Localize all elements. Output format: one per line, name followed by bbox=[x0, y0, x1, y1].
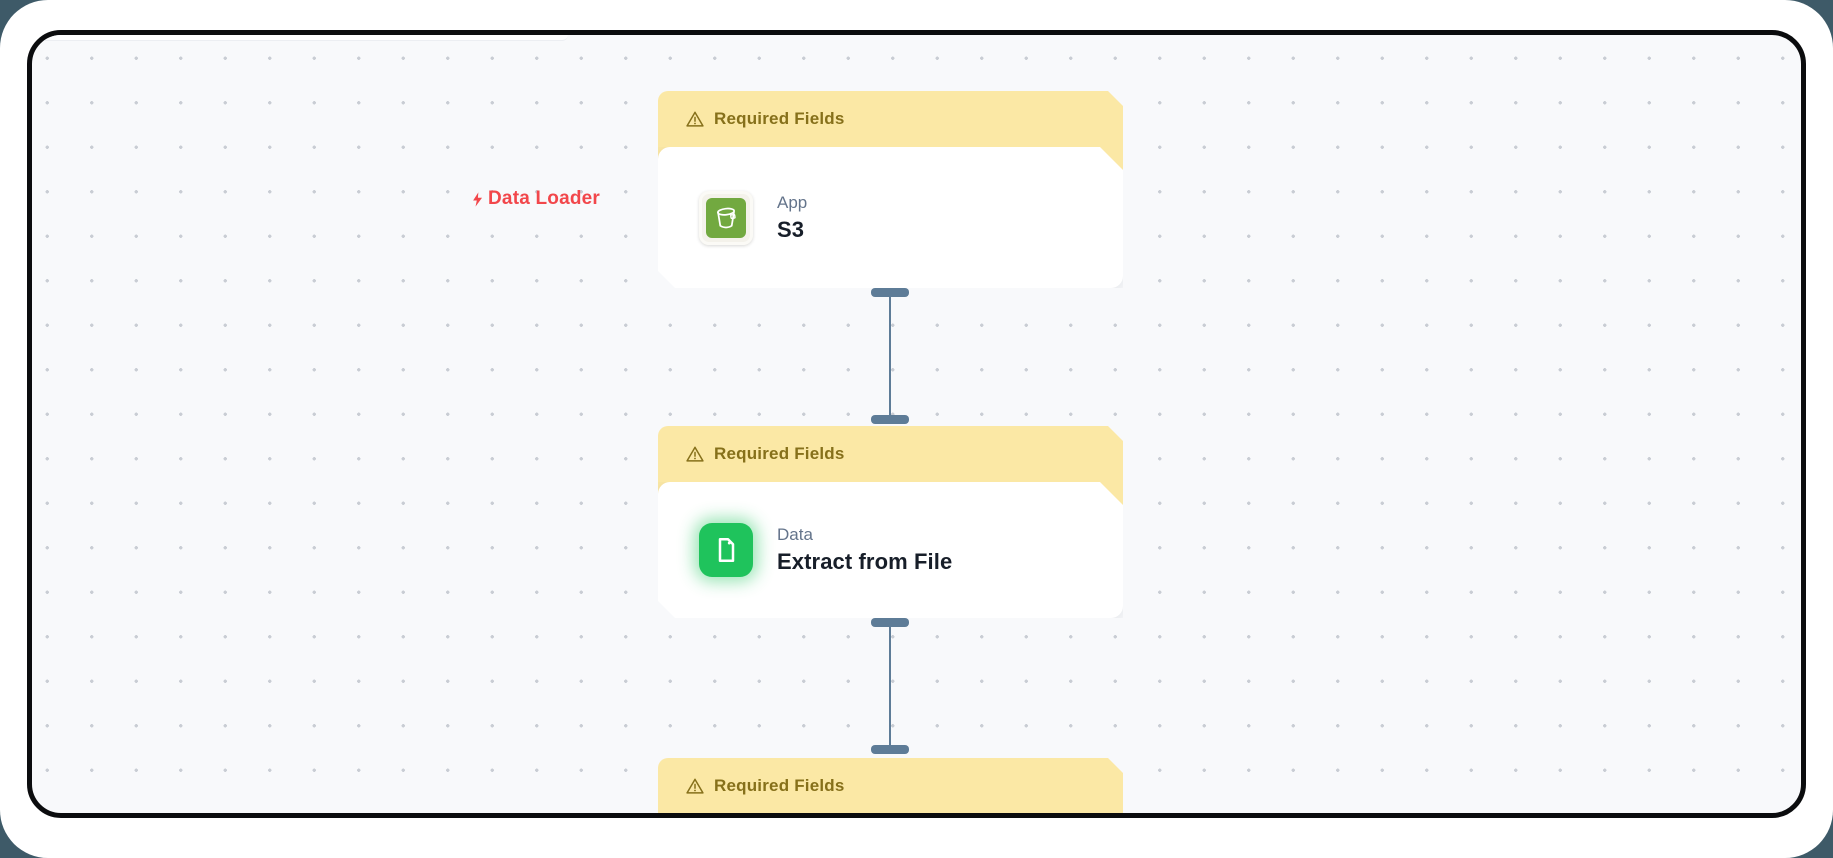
connector-line bbox=[889, 620, 891, 754]
file-icon bbox=[699, 523, 753, 577]
s3-bucket-icon bbox=[699, 191, 753, 245]
node-name: S3 bbox=[777, 216, 805, 242]
input-port-next[interactable] bbox=[871, 745, 909, 754]
node-card-s3[interactable]: App S3 bbox=[658, 147, 1123, 288]
warning-icon bbox=[685, 444, 705, 464]
required-fields-text: Required Fields bbox=[714, 109, 845, 128]
node-type-label: Data bbox=[777, 525, 813, 544]
required-fields-text: Required Fields bbox=[714, 776, 845, 795]
warning-icon bbox=[685, 776, 705, 796]
output-port-extract[interactable] bbox=[871, 618, 909, 627]
required-fields-text: Required Fields bbox=[714, 444, 845, 463]
required-fields-banner[interactable]: Required Fields bbox=[658, 758, 1123, 818]
node-name: Extract from File bbox=[777, 549, 953, 574]
connector-line bbox=[889, 290, 891, 422]
top-toolbar-edge bbox=[32, 35, 568, 41]
input-port-extract[interactable] bbox=[871, 415, 909, 424]
node-type-label: App bbox=[777, 192, 808, 212]
output-port-s3[interactable] bbox=[871, 288, 909, 297]
flow-canvas[interactable]: Data Loader Required Fields bbox=[27, 30, 1806, 818]
flow-phase-label-text: Data Loader bbox=[488, 188, 601, 209]
lightning-icon bbox=[473, 191, 483, 207]
warning-icon bbox=[685, 109, 705, 129]
flow-phase-label[interactable]: Data Loader bbox=[469, 188, 600, 210]
canvas-dot-grid: Data Loader Required Fields bbox=[32, 35, 1801, 813]
node-card-extract-from-file[interactable]: Data Extract from File bbox=[658, 482, 1123, 618]
